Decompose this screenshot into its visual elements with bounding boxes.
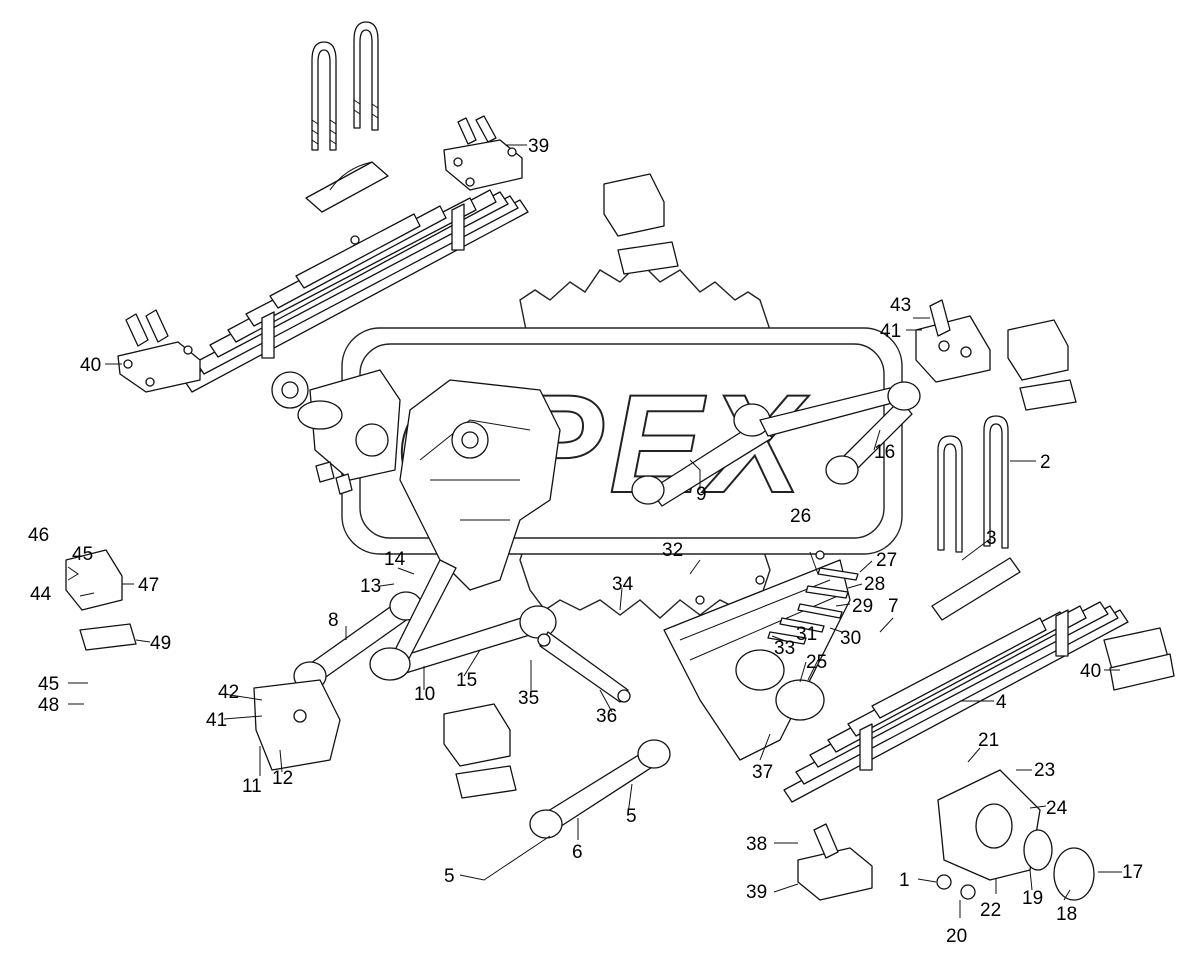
callout-40b: 40 [1080, 661, 1101, 682]
callout-36: 36 [596, 706, 617, 727]
callout-30: 30 [840, 628, 861, 649]
callout-41b: 41 [206, 710, 227, 731]
callout-35: 35 [518, 688, 539, 709]
callout-21: 21 [978, 730, 999, 751]
callout-40a: 40 [80, 355, 101, 376]
callout-37: 37 [752, 762, 773, 783]
callout-34: 34 [612, 574, 634, 595]
callout-41a: 41 [880, 321, 901, 342]
callout-10: 10 [414, 684, 435, 705]
callout-2: 2 [1040, 452, 1051, 473]
callout-3: 3 [986, 528, 997, 549]
bracket-top-center [603, 173, 679, 275]
callout-28: 28 [864, 574, 885, 595]
callout-47: 47 [138, 575, 159, 596]
callout-27: 27 [876, 550, 897, 571]
callout-39a: 39 [528, 136, 549, 157]
spring-seat-top [443, 115, 523, 191]
callout-24: 24 [1046, 798, 1068, 819]
callout-labels: 1 2 3 4 5 5 6 7 8 9 10 11 12 13 14 15 16… [28, 136, 1143, 947]
bracket-43 [915, 299, 991, 383]
u-bolt-right [353, 21, 379, 131]
callout-31: 31 [796, 624, 817, 645]
bracket-right-small [1007, 319, 1077, 411]
callout-44: 44 [30, 584, 52, 605]
callout-38: 38 [746, 834, 767, 855]
axle-housing-22 [936, 769, 1095, 901]
callout-22: 22 [980, 900, 1001, 921]
callout-39b: 39 [746, 882, 767, 903]
callout-5b: 5 [444, 866, 455, 887]
callout-1: 1 [899, 870, 910, 891]
callout-42: 42 [218, 682, 239, 703]
link-36 [537, 631, 631, 703]
callout-6: 6 [572, 842, 583, 863]
bolts-27-31 [767, 567, 859, 645]
axle-saddle [305, 161, 389, 213]
callout-45b: 45 [38, 674, 59, 695]
callout-29: 29 [852, 596, 873, 617]
lateral-rod-6 [529, 739, 671, 839]
left-hanger [271, 369, 401, 495]
spring-seat-left [117, 309, 201, 393]
callout-7: 7 [888, 596, 899, 617]
callout-23: 23 [1034, 760, 1055, 781]
callout-26: 26 [790, 506, 811, 527]
spring-seat-39-bottom [797, 823, 873, 901]
spring-seat-40-right [1103, 627, 1175, 691]
callout-46: 46 [28, 525, 49, 546]
callout-15: 15 [456, 670, 477, 691]
callout-9: 9 [696, 484, 707, 505]
callout-43: 43 [890, 295, 911, 316]
torque-rod-upper [631, 387, 897, 507]
callout-19: 19 [1022, 888, 1043, 909]
callout-49: 49 [150, 633, 171, 654]
bracket-42-41-left [253, 679, 341, 771]
bracket-47 [65, 549, 123, 611]
callout-32: 32 [662, 540, 683, 561]
plate-49 [79, 623, 137, 651]
callout-48: 48 [38, 695, 59, 716]
saddle-3 [931, 557, 1021, 621]
callout-5a: 5 [626, 806, 637, 827]
callout-11: 11 [242, 776, 262, 797]
rear-leaf-spring [183, 189, 529, 393]
callout-45a: 45 [72, 544, 93, 565]
callout-13: 13 [360, 576, 381, 597]
callout-8: 8 [328, 610, 339, 631]
torque-rod-16 [825, 381, 921, 485]
callout-18: 18 [1056, 904, 1077, 925]
leader-lines [67, 144, 1122, 918]
callout-12: 12 [272, 768, 293, 789]
callout-14: 14 [384, 549, 406, 570]
callout-25: 25 [806, 652, 827, 673]
v-rod-15 [369, 559, 557, 681]
callout-4: 4 [996, 692, 1007, 713]
callout-17: 17 [1122, 862, 1143, 883]
callout-16: 16 [874, 442, 895, 463]
u-bolts-2 [937, 415, 1009, 553]
callout-33: 33 [774, 638, 795, 659]
u-bolt-left [311, 41, 337, 151]
front-leaf-spring [783, 601, 1129, 803]
bracket-mid-lower [443, 703, 517, 799]
callout-20: 20 [946, 926, 967, 947]
main-bracket [399, 379, 561, 591]
